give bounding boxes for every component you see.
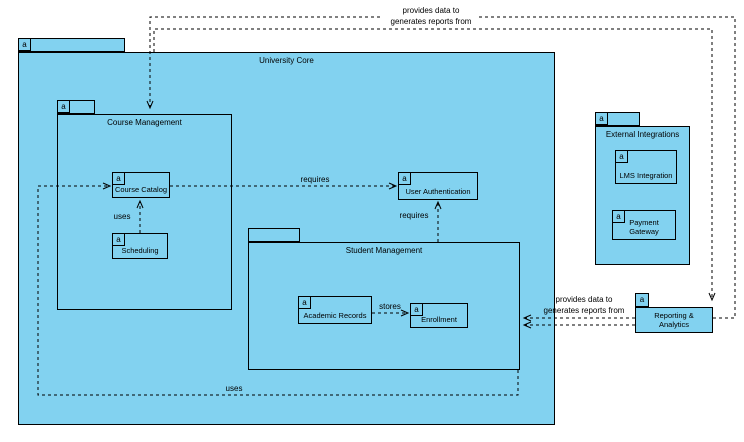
node-label-reporting-analytics: Reporting & Analytics <box>654 311 694 329</box>
node-label-scheduling: Scheduling <box>121 246 159 255</box>
node-scheduling[interactable]: a Scheduling <box>112 233 168 259</box>
node-label-user-authentication: User Authentication <box>405 187 471 196</box>
edge-label-requires-catalog: requires <box>300 175 330 184</box>
package-external-integrations[interactable]: External Integrations <box>595 126 690 265</box>
node-label-course-catalog: Course Catalog <box>114 185 168 194</box>
stereotype-badge-icon: a <box>615 150 628 163</box>
stereotype-badge-icon: a <box>298 296 311 309</box>
node-enrollment[interactable]: a Enrollment <box>410 303 468 328</box>
package-title-student-management: Student Management <box>345 246 423 255</box>
node-academic-records[interactable]: a Academic Records <box>298 296 372 324</box>
edge-label-right-link: provides data to generates reports from <box>543 295 625 315</box>
stereotype-badge-icon: a <box>18 38 31 51</box>
stereotype-badge-icon: a <box>595 112 608 125</box>
node-label-lms-integration: LMS Integration <box>619 171 673 180</box>
stereotype-badge-icon: a <box>57 100 70 113</box>
node-label-academic-records: Academic Records <box>303 311 367 320</box>
package-title-university-core: University Core <box>259 56 314 65</box>
package-tab-university-core[interactable]: a <box>18 38 125 52</box>
node-reporting-analytics[interactable]: Reporting & Analytics <box>635 307 713 333</box>
stereotype-badge-icon: a <box>398 172 411 185</box>
edge-label-top-link: provides data to generates reports from <box>383 5 479 27</box>
edge-label-uses-scheduling: uses <box>113 212 131 221</box>
stereotype-badge-icon: a <box>635 293 649 307</box>
node-label-payment-gateway: Payment Gateway <box>629 218 659 236</box>
stereotype-badge-icon: a <box>112 233 125 246</box>
node-label-enrollment: Enrollment <box>421 315 457 324</box>
edge-label-uses-bottom: uses <box>225 384 243 393</box>
node-payment-gateway[interactable]: a Payment Gateway <box>612 210 676 240</box>
package-tab-student-management[interactable] <box>248 228 300 242</box>
package-tab-course-management[interactable]: a <box>57 100 95 114</box>
edge-label-requires-student: requires <box>399 211 429 220</box>
package-tab-external-integrations[interactable]: a <box>595 112 640 126</box>
node-course-catalog[interactable]: a Course Catalog <box>112 172 170 198</box>
node-user-authentication[interactable]: a User Authentication <box>398 172 478 200</box>
package-course-management[interactable]: Course Management <box>57 114 232 310</box>
node-lms-integration[interactable]: a LMS Integration <box>615 150 677 184</box>
package-title-course-management: Course Management <box>107 118 182 127</box>
stereotype-badge-icon: a <box>112 172 125 185</box>
edge-label-stores: stores <box>379 302 401 311</box>
package-title-external-integrations: External Integrations <box>605 130 680 139</box>
